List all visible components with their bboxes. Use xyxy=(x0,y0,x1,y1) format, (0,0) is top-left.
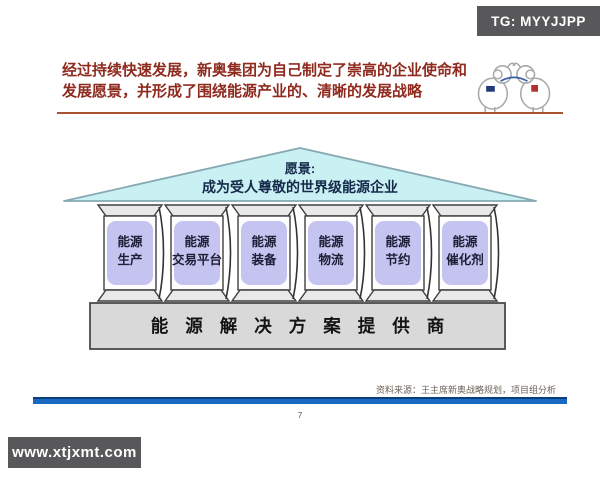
pillar-label-line1: 能源 xyxy=(452,234,478,249)
pillar-energy-catalyst: 能源 催化剂 xyxy=(431,204,500,302)
logo-elephants-icon xyxy=(477,62,551,113)
pillar-energy-trading-platform: 能源 交易平台 xyxy=(163,204,232,302)
page-number: 7 xyxy=(297,410,303,420)
pillar-label-line2: 催化剂 xyxy=(446,252,484,267)
pillar-energy-equipment: 能源 装备 xyxy=(230,204,299,302)
pillar-energy-logistics: 能源 物流 xyxy=(297,204,366,302)
watermark-bottom-label: www.xtjxmt.com xyxy=(12,444,137,461)
foundation-bar xyxy=(89,302,506,350)
pillar-label-line1: 能源 xyxy=(251,234,277,249)
slide-title: 经过持续快速发展，新奥集团为自己制定了崇高的企业使命和 发展愿景，并形成了围绕能… xyxy=(62,60,474,102)
pillar-label-line1: 能源 xyxy=(184,234,210,249)
pillar-label-line2: 装备 xyxy=(250,252,277,267)
temple-diagram: 愿景: 成为受人尊敬的世界级能源企业 能源 生产 能源 交易平台 能源 装备 xyxy=(63,147,537,350)
pillar-label-line2: 交易平台 xyxy=(172,252,222,267)
source-note: 资料来源：王主席新奥战略规划，项目组分析 xyxy=(375,385,556,395)
pillar-label-line2: 生产 xyxy=(117,252,142,267)
watermark-bottom-left: www.xtjxmt.com xyxy=(8,437,141,468)
vision-subtitle: 成为受人尊敬的世界级能源企业 xyxy=(202,179,398,195)
vision-roof xyxy=(63,147,537,202)
watermark-top-right: TG: MYYJJPP xyxy=(477,6,600,36)
pillar-label-line2: 节约 xyxy=(385,252,410,267)
pillar-label-line1: 能源 xyxy=(117,234,143,249)
pillar-label-line1: 能源 xyxy=(385,234,411,249)
pillar-label-line2: 物流 xyxy=(318,252,344,267)
slide-title-line2: 发展愿景，并形成了围绕能源产业的、清晰的发展战略 xyxy=(62,83,423,100)
watermark-top-label: TG: MYYJJPP xyxy=(491,13,586,29)
footer-divider xyxy=(33,397,567,404)
pillar-energy-conservation: 能源 节约 xyxy=(364,204,433,302)
header-divider xyxy=(57,112,563,114)
pillar-label-line1: 能源 xyxy=(318,234,344,249)
slide-title-line1: 经过持续快速发展，新奥集团为自己制定了崇高的企业使命和 xyxy=(62,62,468,79)
foundation-label: 能源解决方案提供商 xyxy=(151,316,462,336)
vision-title: 愿景: xyxy=(285,161,315,176)
pillar-energy-production: 能源 生产 xyxy=(96,204,165,302)
